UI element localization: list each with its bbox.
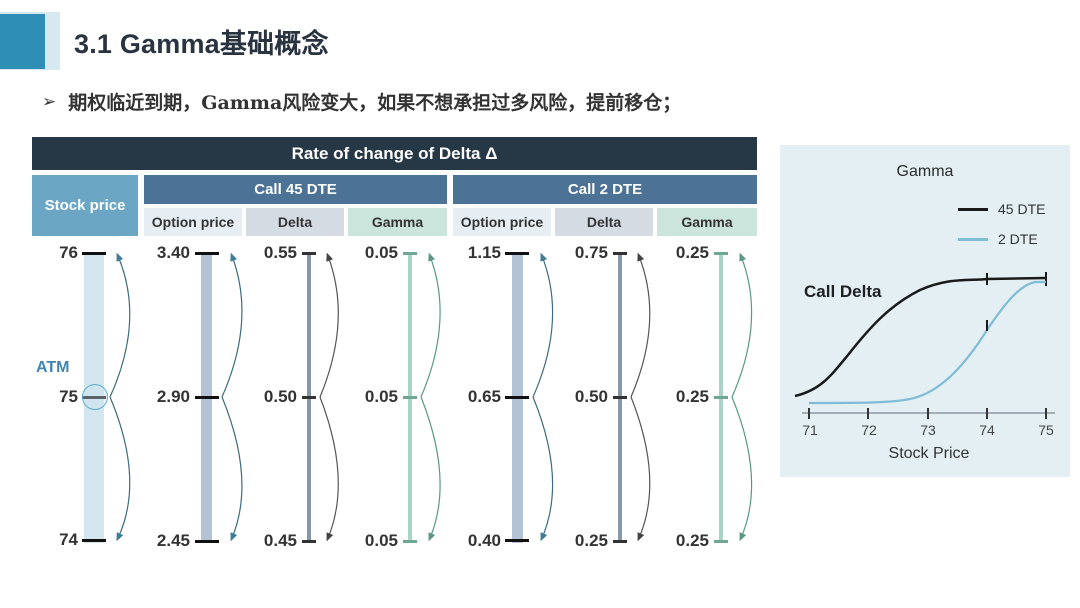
legend-label: 2 DTE [998,231,1038,247]
title-accent-block [0,14,45,69]
tick [613,396,627,399]
tick [714,252,728,255]
option-value: 0.65 [467,387,501,406]
option-value: 0.40 [467,531,501,550]
stock-price-header: Stock price [32,175,138,236]
arrow-bullet-icon: ➢ [42,91,57,112]
delta-value: 0.50 [574,387,608,406]
bullet-text: 期权临近到期，Gamma风险变大，如果不想承担过多风险，提前移仓； [68,92,682,114]
atm-marker-circle [82,384,108,410]
chart-title: Gamma [896,163,954,180]
legend-swatch [958,237,988,241]
stock-value: 74 [59,530,78,549]
page-title: 3.1 Gamma基础概念 [74,29,329,59]
table-main-header: Rate of change of Delta Δ [32,137,757,170]
gamma-value: 0.25 [675,387,709,406]
subheader-gamma-45: Gamma [348,208,447,236]
legend-swatch [958,207,988,211]
subheader-delta-45: Delta [246,208,344,236]
delta-value: 0.45 [263,531,297,550]
tick [505,396,529,399]
subheader-option-price-2: Option price [453,208,551,236]
delta-value: 0.50 [263,387,297,406]
subheader-delta-2: Delta [555,208,653,236]
x-tick-label: 75 [1038,422,1054,438]
tick [302,540,316,543]
gamma-chart-panel: Gamma 45 DTE 2 DTE Call Delta 71 72 73 7… [780,145,1070,477]
group-header-call-2: Call 2 DTE [453,175,757,204]
tick [82,252,106,255]
option-value: 2.90 [156,387,190,406]
tick [505,252,529,255]
tick [195,252,219,255]
group-header-call-45: Call 45 DTE [144,175,447,204]
gamma-value: 0.05 [364,387,398,406]
tick [613,540,627,543]
x-tick-label: 73 [920,422,936,438]
legend-item-45dte: 45 DTE [958,201,1045,217]
x-tick-label: 72 [861,422,877,438]
tick [82,539,106,542]
tick [195,540,219,543]
legend-label: 45 DTE [998,201,1046,217]
gamma-value: 0.05 [364,531,398,550]
option-value: 1.15 [467,243,501,262]
option-value: 2.45 [156,531,190,550]
x-tick-label: 74 [979,422,995,438]
subheader-gamma-2: Gamma [657,208,757,236]
stock-value: 75 [59,387,78,406]
bullet-point: ➢ 期权临近到期，Gamma风险变大，如果不想承担过多风险，提前移仓； [42,88,681,115]
change-arrows [109,252,753,542]
subheader-option-price-45: Option price [144,208,242,236]
legend-item-2dte: 2 DTE [958,231,1038,247]
delta-value: 0.25 [574,531,608,550]
tick [302,396,316,399]
atm-label: ATM [36,359,70,376]
tick [613,252,627,255]
delta-value: 0.75 [574,243,608,262]
tick [505,539,529,542]
tick [403,396,417,399]
x-tick-label: 71 [802,422,818,438]
call-delta-label: Call Delta [804,282,882,301]
gamma-value: 0.25 [675,243,709,262]
stock-value: 76 [59,243,78,262]
delta-value: 0.55 [263,243,297,262]
tick [195,396,219,399]
tick [403,540,417,543]
gamma-value: 0.25 [675,531,709,550]
gamma-value: 0.05 [364,243,398,262]
tick [302,252,316,255]
tick [714,396,728,399]
tick [714,540,728,543]
tick [403,252,417,255]
option-value: 3.40 [156,243,190,262]
delta-curves-plot [794,272,1055,419]
x-axis-label: Stock Price [888,445,970,462]
